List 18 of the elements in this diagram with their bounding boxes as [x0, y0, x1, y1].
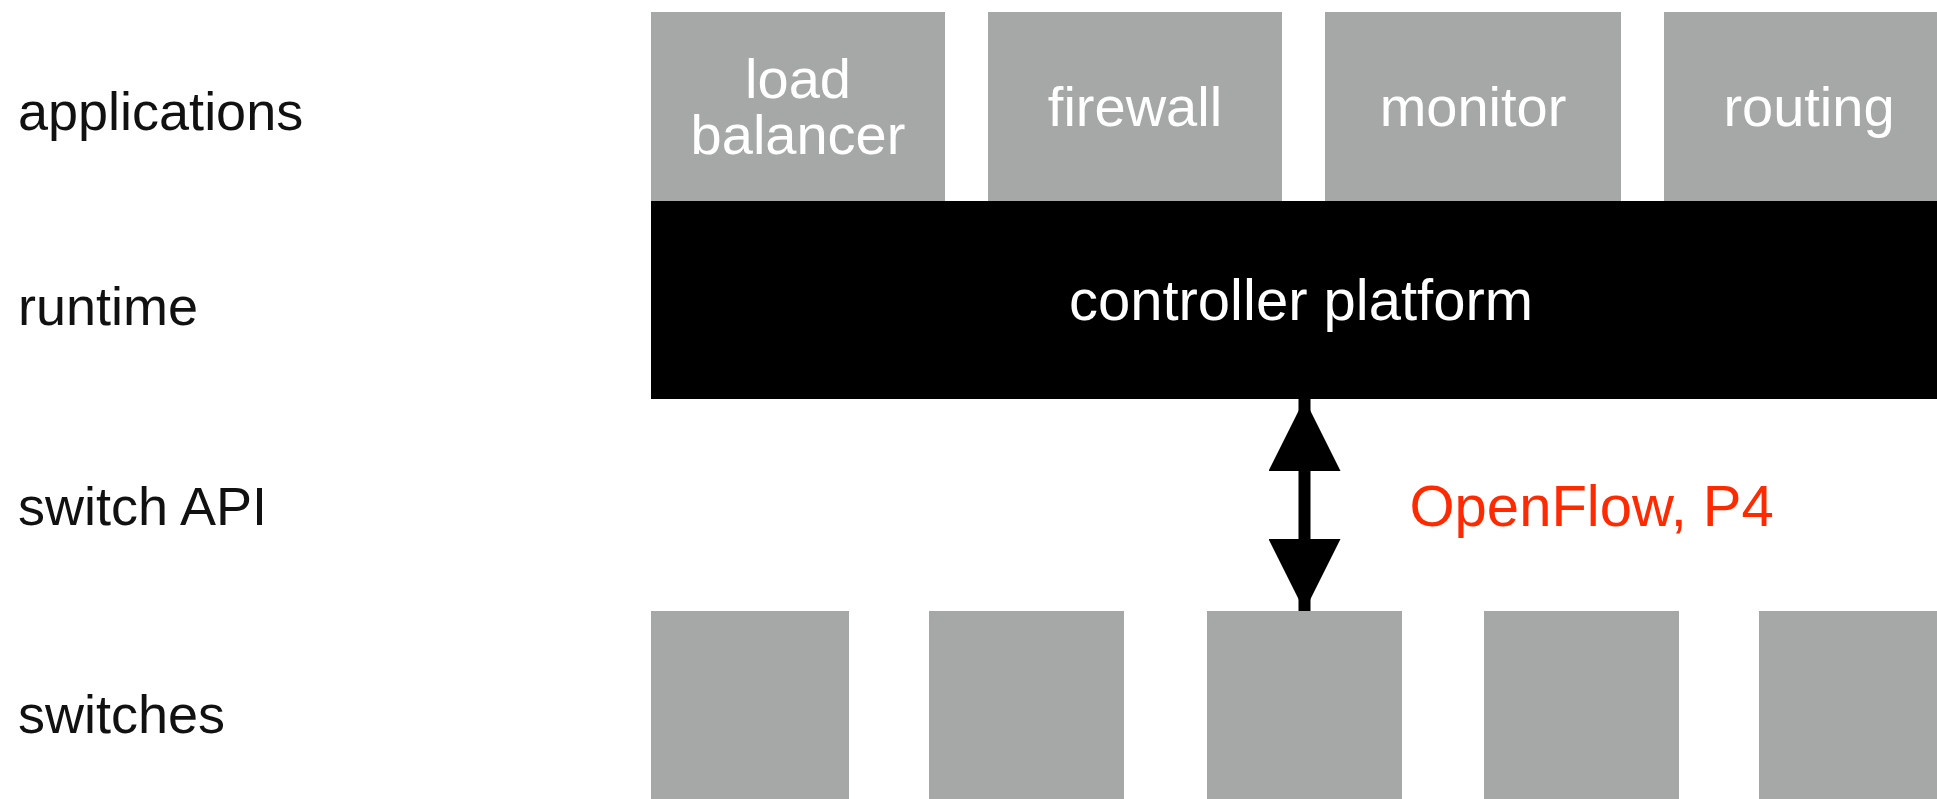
layer-label: runtime: [18, 275, 199, 337]
switch-box: [929, 611, 1124, 799]
node-label: load balancer: [689, 50, 907, 163]
layer-label: switch API: [18, 475, 268, 537]
layer-label: switches: [18, 683, 226, 745]
double-arrow: [1268, 399, 1341, 611]
switch-box: [1207, 611, 1402, 799]
application-box: [651, 12, 945, 201]
switch-box: [1484, 611, 1679, 799]
layer-label: applications: [18, 80, 304, 142]
node-label: monitor: [1379, 78, 1567, 135]
switch-box: [1759, 611, 1937, 799]
controller-box: [651, 201, 1937, 399]
node-label: firewall: [1047, 78, 1223, 135]
application-box: [1325, 12, 1621, 201]
application-box: [1664, 12, 1937, 201]
switch-box: [651, 611, 849, 799]
application-box: [988, 12, 1282, 201]
